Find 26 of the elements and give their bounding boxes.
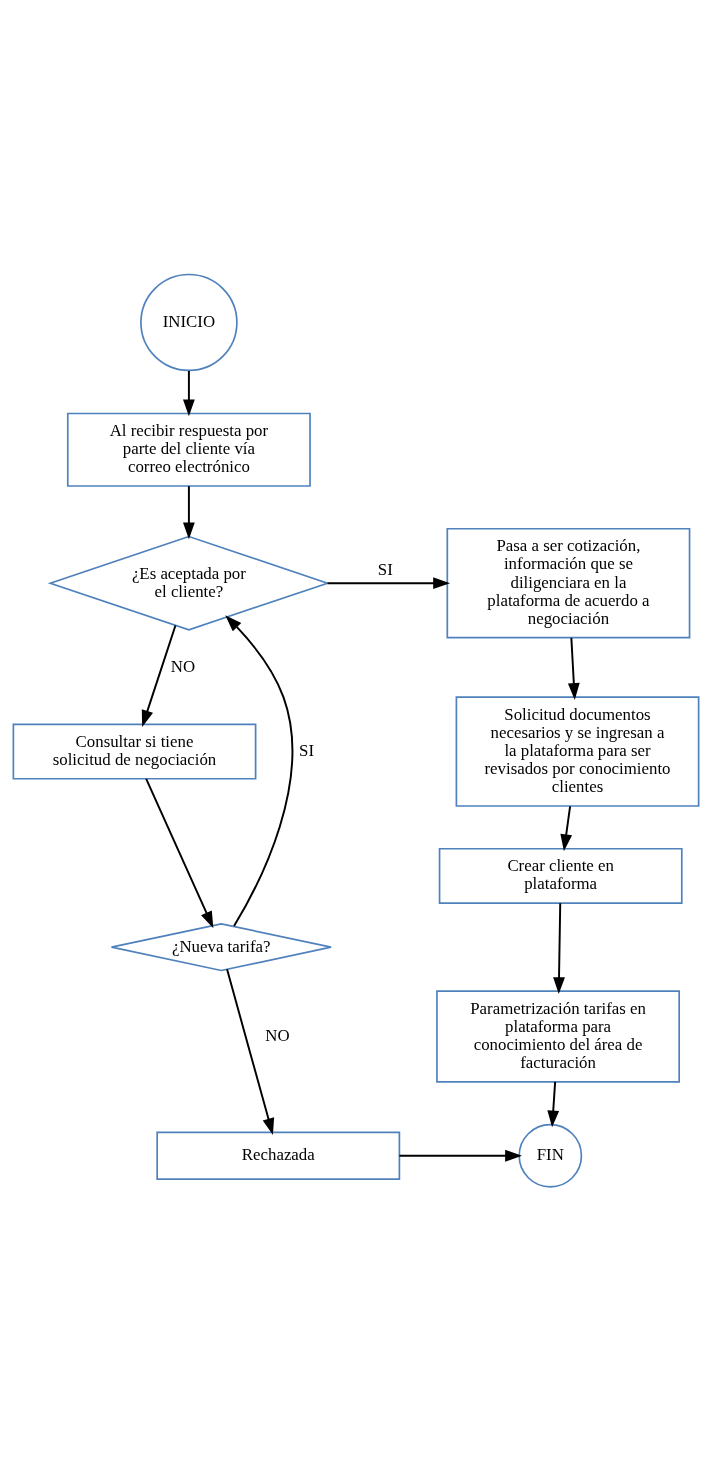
node-box: Rechazada [156, 1131, 401, 1180]
node-diamond: ¿Nueva tarifa? [110, 923, 332, 972]
node-box: Pasa a ser cotización, información que se diligenciara en la plataforma de acuerdo a negociación [446, 527, 691, 639]
node-box: Al recibir respuesta por parte del cliente vía correo electrónico [66, 412, 311, 487]
arrow [225, 615, 294, 928]
arrow [326, 577, 451, 590]
edge-label: NO [170, 656, 196, 676]
node-box: Solicitud documentos necesarios y se ingresan a la plataforma para ser revisados por conocimiento clientes [455, 696, 700, 807]
arrow [226, 968, 275, 1136]
arrow [183, 485, 195, 540]
arrow [398, 1149, 522, 1162]
node-circle: FIN [518, 1123, 583, 1188]
arrow [145, 777, 214, 929]
arrow [553, 902, 565, 995]
node-box: Consultar si tiene solicitud de negociación [12, 723, 257, 780]
arrow [567, 636, 580, 700]
arrow [560, 805, 573, 852]
node-box: Parametrización tarifas en plataforma para conocimiento del área de facturación [436, 990, 681, 1083]
arrow [547, 1080, 560, 1128]
edge-label: SI [377, 559, 393, 579]
arrow [141, 624, 177, 727]
edge-label: SI [299, 740, 315, 760]
edge-label: NO [265, 1025, 290, 1045]
node-circle: INICIO [140, 273, 238, 372]
arrow [183, 369, 195, 417]
node-box: Crear cliente en plataforma [438, 847, 683, 904]
